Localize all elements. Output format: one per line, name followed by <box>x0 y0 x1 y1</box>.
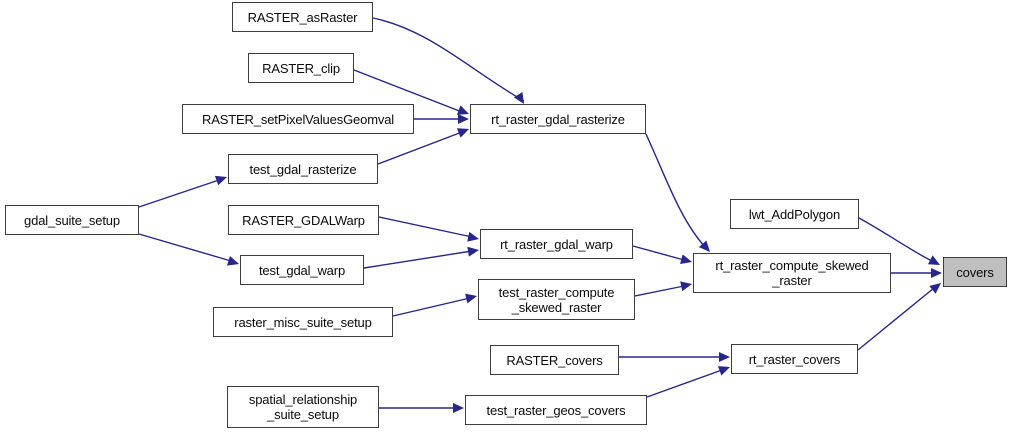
graph-edge-raster_misc_suite_setup-to-test_raster_compute_skewed_raster <box>392 293 477 317</box>
graph-edge-spatial_relationship_suite_setup-to-test_raster_geos_covers <box>379 403 464 413</box>
graph-edge-gdal_suite_setup-to-test_gdal_rasterize <box>138 175 227 208</box>
graph-node-raster_clip[interactable]: RASTER_clip <box>248 53 354 83</box>
graph-node-label: spatial_relationship _suite_setup <box>248 392 358 422</box>
graph-node-label: RASTER_setPixelValuesGeomval <box>201 111 395 127</box>
graph-node-rt_raster_gdal_rasterize[interactable]: rt_raster_gdal_rasterize <box>470 104 646 134</box>
graph-node-label: RASTER_GDALWarp <box>242 212 365 228</box>
graph-node-rt_raster_covers[interactable]: rt_raster_covers <box>731 344 858 374</box>
graph-node-label: rt_raster_gdal_rasterize <box>491 111 625 127</box>
graph-edge-raster_gdalwarp-to-rt_raster_gdal_warp <box>378 216 479 242</box>
graph-node-label: lwt_AddPolygon <box>748 206 841 222</box>
graph-node-gdal_suite_setup[interactable]: gdal_suite_setup <box>5 205 139 235</box>
graph-node-raster_asraster[interactable]: RASTER_asRaster <box>232 2 373 32</box>
graph-edge-raster_asraster-to-rt_raster_gdal_rasterize <box>372 17 525 104</box>
graph-node-test_raster_compute_skewed_raster[interactable]: test_raster_compute _skewed_raster <box>478 279 635 320</box>
graph-node-raster_gdalwarp[interactable]: RASTER_GDALWarp <box>228 205 379 235</box>
graph-node-rt_raster_compute_skewed_raster[interactable]: rt_raster_compute_skewed _raster <box>693 253 891 293</box>
graph-edge-raster_clip-to-rt_raster_gdal_rasterize <box>353 69 469 115</box>
graph-node-spatial_relationship_suite_setup[interactable]: spatial_relationship _suite_setup <box>227 386 379 428</box>
graph-node-raster_misc_suite_setup[interactable]: raster_misc_suite_setup <box>213 307 393 337</box>
graph-edge-gdal_suite_setup-to-test_gdal_warp <box>138 233 239 266</box>
graph-node-raster_covers[interactable]: RASTER_covers <box>490 345 619 375</box>
graph-node-label: RASTER_asRaster <box>247 9 358 25</box>
graph-edge-rt_raster_gdal_rasterize-to-rt_raster_compute_skewed_raster <box>645 133 710 252</box>
graph-node-label: test_gdal_rasterize <box>249 161 357 177</box>
graph-node-label: rt_raster_covers <box>748 351 841 367</box>
graph-node-label: RASTER_covers <box>506 352 603 368</box>
graph-node-rt_raster_gdal_warp[interactable]: rt_raster_gdal_warp <box>480 229 633 259</box>
graph-node-label: covers <box>956 264 994 280</box>
graph-edge-raster_covers-to-rt_raster_covers <box>619 352 730 362</box>
graph-node-label: test_raster_compute _skewed_raster <box>498 284 615 315</box>
graph-node-label: rt_raster_compute_skewed _raster <box>715 258 869 288</box>
graph-edge-rt_raster_gdal_warp-to-rt_raster_compute_skewed_raster <box>632 245 692 264</box>
graph-node-covers[interactable]: covers <box>943 257 1007 287</box>
graph-edge-test_raster_geos_covers-to-rt_raster_covers <box>646 366 730 398</box>
graph-edge-test_raster_compute_skewed_raster-to-rt_raster_compute_skewed_raster <box>634 281 692 297</box>
graph-edge-rt_raster_covers-to-covers <box>857 283 941 351</box>
graph-node-label: gdal_suite_setup <box>24 212 120 228</box>
graph-node-label: test_raster_geos_covers <box>486 402 626 418</box>
graph-edge-test_gdal_warp-to-rt_raster_gdal_warp <box>363 246 479 269</box>
graph-node-raster_setpixelvaluesgeomval[interactable]: RASTER_setPixelValuesGeomval <box>182 104 414 134</box>
graph-node-label: raster_misc_suite_setup <box>234 314 372 330</box>
graph-node-label: rt_raster_gdal_warp <box>500 236 613 252</box>
graph-node-test_raster_geos_covers[interactable]: test_raster_geos_covers <box>465 395 647 425</box>
graph-edge-lwt_addpolygon-to-covers <box>858 217 940 265</box>
graph-node-label: test_gdal_warp <box>258 262 346 278</box>
graph-node-label: RASTER_clip <box>262 60 340 76</box>
graph-node-lwt_addpolygon[interactable]: lwt_AddPolygon <box>730 199 859 229</box>
graph-node-test_gdal_warp[interactable]: test_gdal_warp <box>240 255 364 285</box>
graph-edge-test_gdal_rasterize-to-rt_raster_gdal_rasterize <box>377 128 469 165</box>
graph-edge-rt_raster_compute_skewed_raster-to-covers <box>891 268 942 278</box>
graph-node-test_gdal_rasterize[interactable]: test_gdal_rasterize <box>228 154 378 184</box>
graph-edge-raster_setpixelvaluesgeomval-to-rt_raster_gdal_rasterize <box>414 114 469 124</box>
